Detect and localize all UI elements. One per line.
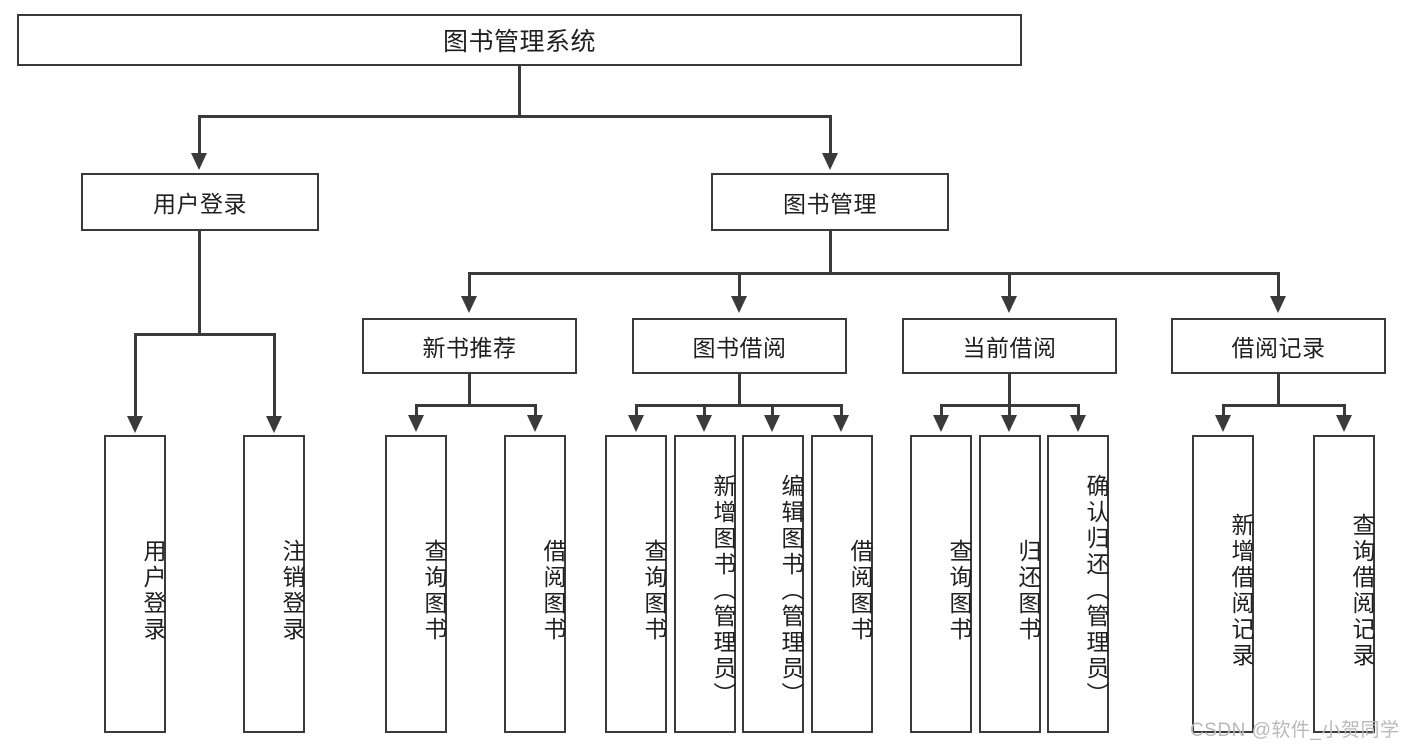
- node-label: 新增图书（管理员）: [710, 474, 736, 708]
- node-label: 借阅图书: [540, 539, 566, 643]
- leaf-query-book-current[interactable]: 查询图书: [910, 435, 972, 733]
- node-book-management[interactable]: 图书管理: [711, 173, 949, 231]
- node-label: 用户登录: [140, 539, 166, 643]
- arrow-to-leaf-query-book-1: [408, 415, 424, 432]
- connector-book-borrow-branch-4: [840, 404, 843, 417]
- node-label: 注销登录: [279, 539, 305, 643]
- arrow-to-leaf-edit-book: [764, 415, 780, 432]
- leaf-confirm-return-admin[interactable]: 确认归还（管理员）: [1047, 435, 1109, 733]
- node-book-borrow[interactable]: 图书借阅: [632, 318, 847, 374]
- leaf-borrow-book-recommend[interactable]: 借阅图书: [504, 435, 566, 733]
- arrow-to-leaf-query-book-2: [628, 415, 644, 432]
- arrow-to-leaf-add-book: [696, 415, 712, 432]
- node-label: 编辑图书（管理员）: [778, 474, 804, 708]
- node-label: 新书推荐: [422, 335, 517, 361]
- node-label: 查询图书: [641, 539, 667, 643]
- leaf-edit-book-admin[interactable]: 编辑图书（管理员）: [742, 435, 804, 733]
- node-new-book-recommend[interactable]: 新书推荐: [362, 318, 577, 374]
- leaf-add-borrow-record[interactable]: 新增借阅记录: [1192, 435, 1254, 733]
- connector-current-borrow-branch-2: [1008, 404, 1011, 417]
- connector-book-manage-branch-2: [738, 272, 741, 297]
- connector-new-book-branch-2: [534, 404, 537, 417]
- node-label: 查询借阅记录: [1349, 513, 1375, 669]
- leaf-query-book-recommend[interactable]: 查询图书: [385, 435, 447, 733]
- node-label: 图书借阅: [692, 335, 787, 361]
- leaf-user-login[interactable]: 用户登录: [104, 435, 166, 733]
- connector-user-login-bus: [134, 333, 276, 336]
- connector-root-stem: [518, 66, 521, 117]
- node-label: 确认归还（管理员）: [1083, 474, 1109, 708]
- node-label: 借阅图书: [847, 539, 873, 643]
- arrow-to-leaf-confirm-return: [1070, 415, 1086, 432]
- connector-book-manage-branch-3: [1008, 272, 1011, 297]
- node-user-login[interactable]: 用户登录: [81, 173, 319, 231]
- leaf-query-book-borrow[interactable]: 查询图书: [605, 435, 667, 733]
- node-label: 用户登录: [153, 191, 247, 217]
- leaf-add-book-admin[interactable]: 新增图书（管理员）: [674, 435, 736, 733]
- connector-borrow-record-bus: [1222, 404, 1346, 407]
- connector-root-to-book-manage: [829, 115, 832, 154]
- connector-book-manage-bus: [468, 272, 1280, 275]
- arrow-to-leaf-query-book-3: [933, 415, 949, 432]
- arrow-to-user-login: [191, 153, 207, 170]
- node-root-book-management-system[interactable]: 图书管理系统: [17, 14, 1022, 66]
- arrow-to-book-borrow: [731, 296, 747, 313]
- arrow-to-leaf-query-record: [1336, 415, 1352, 432]
- connector-root-bus: [198, 115, 832, 118]
- arrow-to-leaf-logout: [266, 416, 282, 433]
- connector-book-borrow-bus: [635, 404, 843, 407]
- arrow-to-current-borrow: [1001, 296, 1017, 313]
- connector-current-borrow-branch-1: [940, 404, 943, 417]
- node-label: 图书管理系统: [442, 28, 596, 56]
- leaf-query-borrow-record[interactable]: 查询借阅记录: [1313, 435, 1375, 733]
- arrow-to-leaf-user-login: [127, 416, 143, 433]
- node-label: 图书管理: [783, 191, 877, 217]
- connector-user-login-stem: [198, 231, 201, 335]
- node-current-borrow[interactable]: 当前借阅: [902, 318, 1117, 374]
- connector-current-borrow-branch-3: [1077, 404, 1080, 417]
- arrow-to-leaf-borrow-book-2: [833, 415, 849, 432]
- arrow-to-new-book-recommend: [461, 296, 477, 313]
- node-label: 查询图书: [421, 539, 447, 643]
- connector-borrow-record-stem: [1277, 374, 1280, 407]
- leaf-logout[interactable]: 注销登录: [243, 435, 305, 733]
- connector-book-manage-branch-1: [468, 272, 471, 297]
- leaf-borrow-book-borrow[interactable]: 借阅图书: [811, 435, 873, 733]
- connector-user-login-branch-2: [273, 333, 276, 417]
- connector-book-borrow-branch-2: [703, 404, 706, 417]
- node-label: 借阅记录: [1231, 335, 1326, 361]
- arrow-to-leaf-return-book: [1001, 415, 1017, 432]
- arrow-to-book-manage: [822, 153, 838, 170]
- node-label: 新增借阅记录: [1228, 513, 1254, 669]
- connector-borrow-record-branch-2: [1343, 404, 1346, 417]
- arrow-to-borrow-record: [1270, 296, 1286, 313]
- arrow-to-leaf-add-record: [1215, 415, 1231, 432]
- connector-root-to-user-login: [198, 115, 201, 154]
- node-borrow-record[interactable]: 借阅记录: [1171, 318, 1386, 374]
- connector-book-borrow-stem: [738, 374, 741, 407]
- leaf-return-book[interactable]: 归还图书: [979, 435, 1041, 733]
- connector-new-book-stem: [468, 374, 471, 407]
- connector-current-borrow-stem: [1008, 374, 1011, 407]
- connector-book-manage-stem: [829, 231, 832, 274]
- arrow-to-leaf-borrow-book-1: [527, 415, 543, 432]
- connector-book-manage-branch-4: [1277, 272, 1280, 297]
- node-label: 归还图书: [1015, 539, 1041, 643]
- connector-user-login-branch-1: [134, 333, 137, 417]
- node-label: 当前借阅: [962, 335, 1057, 361]
- node-label: 查询图书: [946, 539, 972, 643]
- connector-book-borrow-branch-3: [771, 404, 774, 417]
- connector-borrow-record-branch-1: [1222, 404, 1225, 417]
- connector-new-book-branch-1: [415, 404, 418, 417]
- connector-new-book-bus: [415, 404, 537, 407]
- connector-book-borrow-branch-1: [635, 404, 638, 417]
